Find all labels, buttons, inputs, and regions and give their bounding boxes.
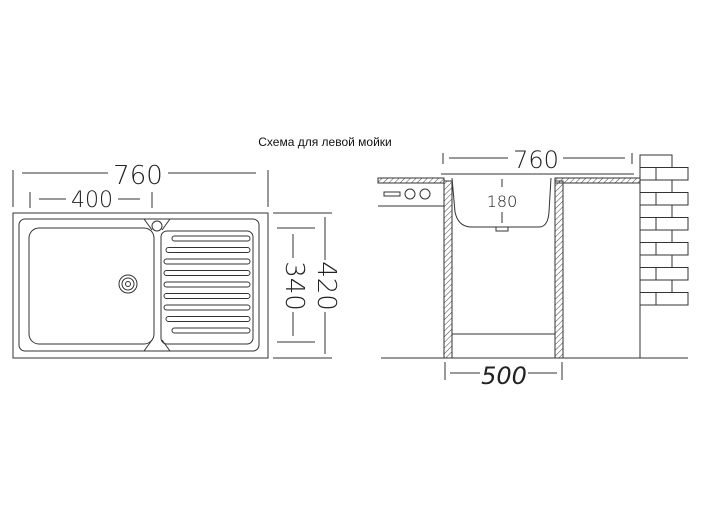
brick (639, 192, 689, 206)
dim-bowl-340: 340 (279, 261, 309, 311)
sink-inner-rim (18, 218, 260, 352)
drainboard-grooves (163, 235, 251, 334)
dim-bowl-180: 180 (487, 192, 518, 211)
drainboard-groove (171, 327, 251, 334)
top-dimensions: 760 400 420 340 (12, 161, 341, 359)
diagram-title: Схема для левой мойки (258, 135, 392, 149)
dim-cabinet-500: 500 (481, 362, 527, 390)
brick (639, 179, 673, 193)
drainboard-groove (163, 304, 251, 311)
brick (639, 292, 689, 306)
countertop-right (554, 177, 641, 184)
drainboard-groove (163, 293, 251, 299)
countertop-left (377, 177, 445, 184)
brick (639, 167, 689, 181)
brick (639, 229, 673, 243)
brick (639, 254, 673, 268)
brick-wall (639, 154, 689, 306)
brick (639, 279, 673, 293)
drainboard-groove (163, 258, 251, 265)
drainboard-groove (165, 247, 251, 253)
drainboard-groove (163, 281, 251, 288)
drain-outlet (495, 226, 509, 232)
brick (639, 217, 689, 231)
dim-depth-420: 420 (311, 261, 341, 311)
top-view-sink (12, 212, 269, 359)
sink-bowl (28, 227, 155, 345)
brick (639, 242, 689, 256)
drain-icon (118, 274, 138, 294)
sink-outline (12, 212, 269, 359)
drainboard-groove (171, 235, 251, 242)
brick (639, 267, 689, 281)
cabinet-wall-left (443, 180, 453, 359)
drainboard-groove (165, 316, 251, 322)
dim-side-760: 760 (513, 146, 559, 174)
brick (639, 204, 673, 218)
bowl-corner-lines (143, 218, 171, 352)
dim-bowl-400: 400 (71, 188, 113, 213)
faucet-hole-icon (151, 220, 163, 232)
drainboard-groove (163, 270, 251, 276)
dim-width-760: 760 (113, 161, 163, 191)
side-view: 180 760 500 (377, 146, 689, 390)
stove-knobs-icon (383, 188, 431, 200)
drainboard (160, 230, 254, 345)
brick (639, 154, 673, 168)
cabinet-wall-right (554, 180, 564, 359)
